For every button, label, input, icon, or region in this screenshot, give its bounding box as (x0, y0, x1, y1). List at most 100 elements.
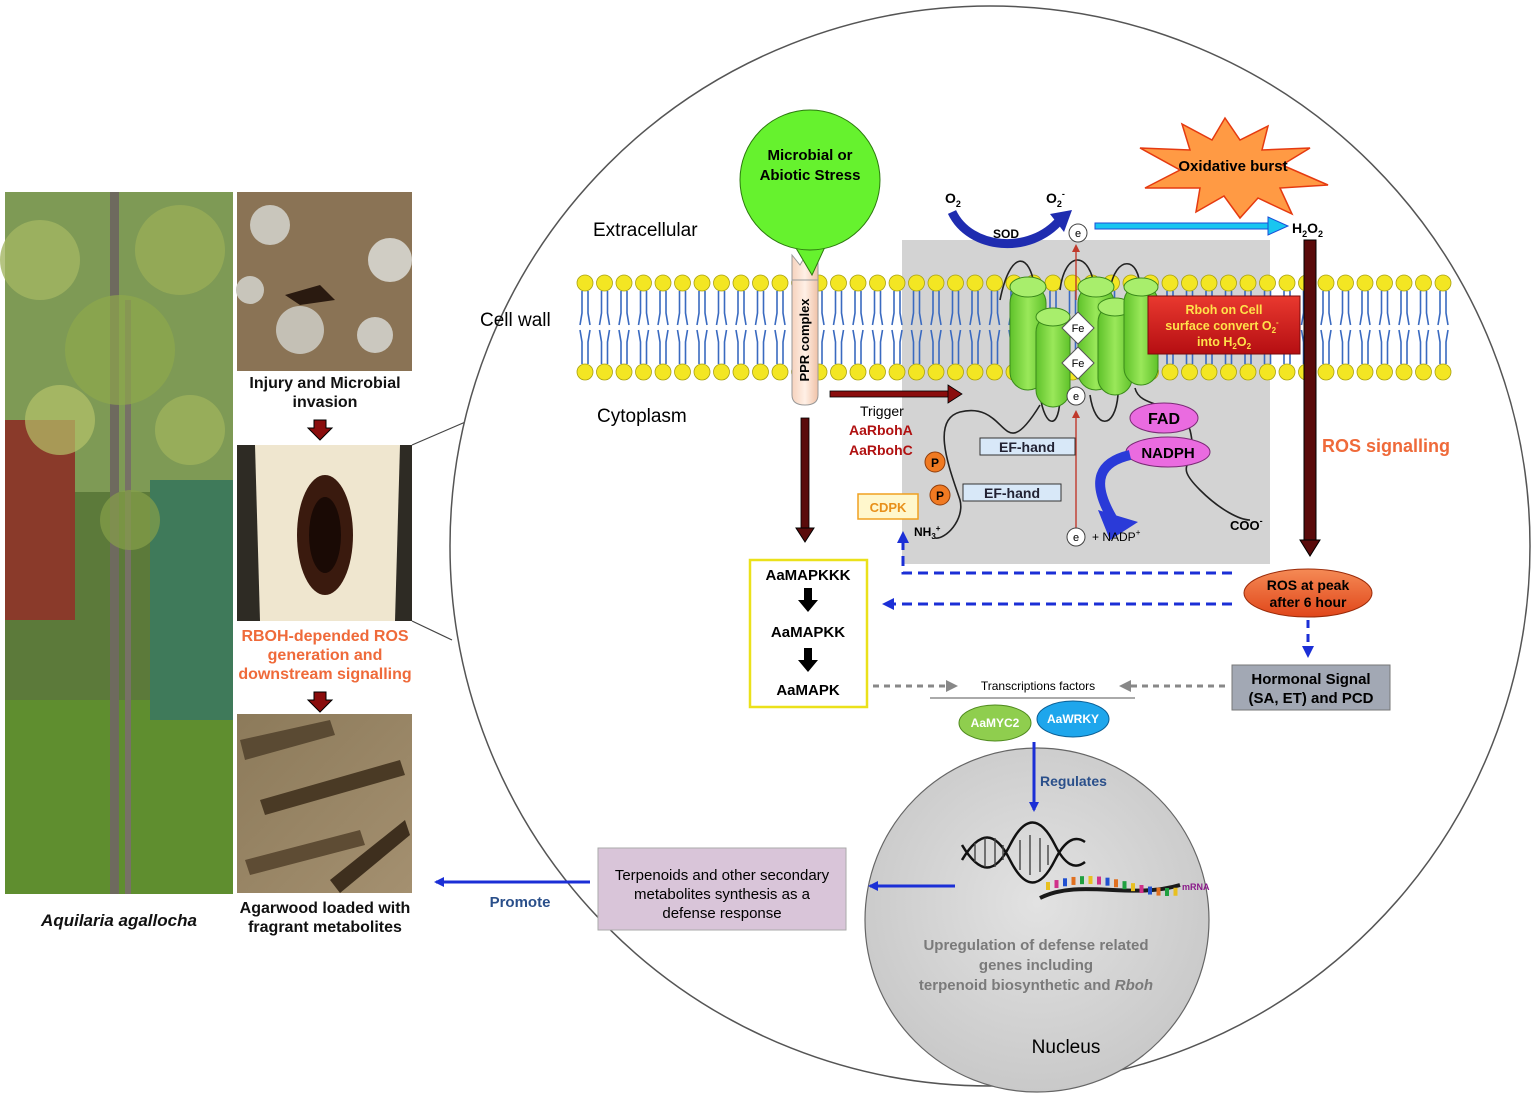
tf-label: Transcriptions factors (981, 679, 1095, 693)
phosphate-2: P (929, 484, 951, 506)
svg-text:e: e (1075, 228, 1081, 240)
nucleus (864, 747, 1210, 1093)
svg-text:PPR complex: PPR complex (797, 298, 812, 382)
svg-text:after 6 hour: after 6 hour (1269, 594, 1347, 610)
injury-photo (236, 192, 412, 371)
agarwood-photo (237, 714, 412, 893)
regulates-label: Regulates (1040, 773, 1107, 789)
svg-text:NADPH: NADPH (1141, 445, 1194, 462)
svg-text:e: e (1073, 391, 1079, 403)
fad-ellipse: FAD (1129, 402, 1199, 434)
hormonal-signal-box: Hormonal Signal (SA, ET) and PCD (1231, 664, 1391, 711)
svg-text:Hormonal Signal: Hormonal Signal (1251, 671, 1370, 688)
fe-center-bottom: Fe (1061, 346, 1095, 380)
svg-text:Abiotic Stress: Abiotic Stress (760, 167, 861, 184)
upregulation-line2: genes including (979, 957, 1093, 974)
svg-text:surface convert O2-: surface convert O2- (1165, 318, 1279, 335)
svg-text:Rboh on Cell: Rboh on Cell (1185, 303, 1262, 317)
svg-text:ROS at peak: ROS at peak (1267, 577, 1350, 593)
mrna-label: mRNA (1182, 882, 1210, 892)
cdpk-box: CDPK (857, 493, 919, 520)
nucleus-label: Nucleus (1032, 1037, 1101, 1058)
upregulation-line1: Upregulation of defense related (923, 937, 1148, 954)
electron-top: e (1068, 223, 1088, 243)
zoom-line-bottom (411, 620, 453, 641)
aarboha-label: AaRbohA (849, 422, 913, 438)
svg-text:metabolites synthesis as a: metabolites synthesis as a (634, 886, 811, 903)
ros-signalling-label: ROS signalling (1322, 436, 1450, 456)
aawrky-ellipse: AaWRKY (1036, 700, 1110, 738)
ros-signalling-arrow (1299, 239, 1321, 557)
svg-text:EF-hand: EF-hand (984, 485, 1040, 501)
terpenoids-box: Terpenoids and other secondary metabolit… (597, 847, 847, 931)
panel-down-arrow (306, 419, 334, 441)
svg-text:Microbial or: Microbial or (767, 147, 852, 164)
zoom-line-top (411, 419, 471, 446)
sod-arrowhead (1050, 210, 1072, 232)
h2o2-label: H2O2 (1292, 220, 1323, 239)
aarbohc-label: AaRbohC (849, 442, 913, 458)
cytoplasm-label: Cytoplasm (597, 406, 687, 427)
svg-text:AaMAPKK: AaMAPKK (771, 624, 845, 641)
ros-peak-ellipse: ROS at peak after 6 hour (1243, 568, 1373, 618)
svg-text:P: P (931, 456, 939, 470)
svg-text:defense response: defense response (662, 905, 781, 922)
sod-curve-arrow (947, 209, 1064, 249)
ef-hand-2: EF-hand (962, 483, 1062, 502)
trigger-arrow (829, 384, 963, 404)
cell-wall-label: Cell wall (480, 310, 551, 331)
dna-helix-icon (960, 821, 1086, 884)
species-caption: Aquilaria agallocha (41, 911, 197, 930)
svg-text:e: e (1073, 532, 1079, 544)
injury-caption: Injury and Microbial invasion (249, 375, 401, 411)
svg-text:CDPK: CDPK (870, 500, 907, 515)
o2-label: O2 (945, 190, 961, 209)
svg-text:EF-hand: EF-hand (999, 439, 1055, 455)
mapk-cascade-box: AaMAPKKK AaMAPKK AaMAPK (748, 558, 869, 709)
ef-hand-1: EF-hand (979, 437, 1076, 456)
aamyc2-ellipse: AaMYC2 (958, 704, 1032, 742)
svg-text:(SA, ET) and PCD: (SA, ET) and PCD (1248, 690, 1373, 707)
svg-text:Fe: Fe (1072, 358, 1085, 370)
stress-balloon: Microbial or Abiotic Stress (739, 109, 881, 277)
extracellular-label: Extracellular (593, 220, 698, 241)
rboh-caption: RBOH-depended ROS generation and downstr… (238, 628, 412, 683)
trigger-label: Trigger (860, 403, 904, 419)
phosphate-1: P (924, 451, 946, 473)
rboh-photo (237, 445, 412, 621)
nadph-arrowhead (1098, 510, 1138, 540)
oxidative-burst-star: Oxidative burst (1139, 116, 1329, 220)
o2-minus-label: O2- (1046, 189, 1065, 209)
svg-text:AaMAPKKK: AaMAPKKK (765, 567, 850, 584)
nadph-curve-arrow (1095, 450, 1132, 521)
mrna-icon (1039, 876, 1181, 900)
svg-text:Oxidative burst: Oxidative burst (1178, 158, 1287, 175)
ppr-to-mapk-arrow (795, 417, 815, 543)
tree-photo (0, 192, 233, 894)
svg-text:P: P (936, 489, 944, 503)
upregulation-line3: terpenoid biosynthetic and Rboh (919, 977, 1153, 994)
svg-text:AaWRKY: AaWRKY (1047, 712, 1099, 726)
svg-text:AaMYC2: AaMYC2 (971, 716, 1020, 730)
coo-label: COO- (1230, 516, 1263, 533)
agarwood-caption: Agarwood loaded with fragrant metabolite… (239, 900, 411, 936)
panel-down-arrow (306, 691, 334, 713)
nh3-label: NH3+ (914, 524, 941, 541)
nadph-ellipse: NADPH (1125, 436, 1211, 468)
electron-bottom: e (1066, 527, 1086, 547)
sod-label: SOD (993, 227, 1019, 241)
svg-text:Fe: Fe (1072, 323, 1085, 335)
nadp-label: + NADP+ (1092, 528, 1141, 544)
electron-mid: e (1066, 386, 1086, 406)
h2o2-arrow (1094, 216, 1290, 236)
ppr-complex: PPR complex (791, 253, 819, 406)
feedback-to-cdpk-arrow (897, 531, 1232, 575)
fe-center-top: Fe (1061, 311, 1095, 345)
svg-text:AaMAPK: AaMAPK (776, 682, 840, 699)
svg-text:Terpenoids and other secondary: Terpenoids and other secondary (615, 867, 830, 884)
promote-label: Promote (490, 894, 551, 911)
svg-text:FAD: FAD (1148, 411, 1180, 428)
rboh-surface-box: Rboh on Cell surface convert O2- into H2… (1147, 295, 1301, 355)
svg-text:into H2O2: into H2O2 (1197, 335, 1252, 351)
